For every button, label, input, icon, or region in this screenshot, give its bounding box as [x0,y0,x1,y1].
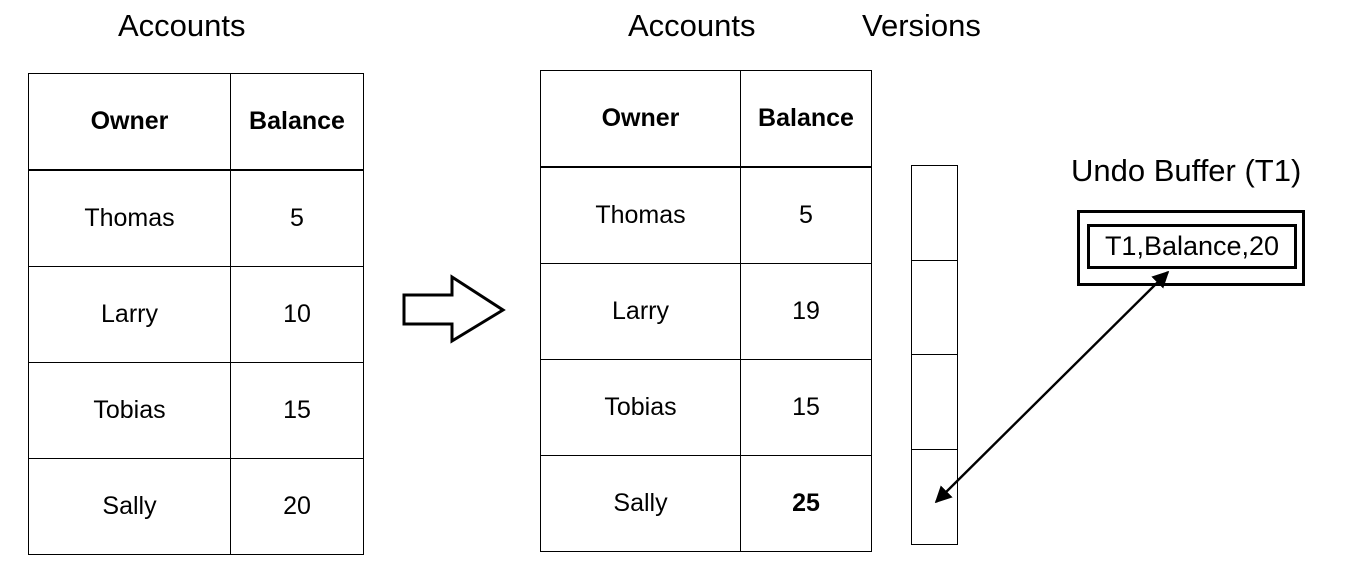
cell-owner: Larry [28,266,231,363]
undo-buffer-title: Undo Buffer (T1) [1071,153,1302,188]
table-row: Larry 19 [540,263,872,360]
table-header-row: Owner Balance [28,73,364,171]
transform-block-arrow-icon [402,274,506,344]
versions-title: Versions [862,8,981,43]
version-cell-2 [912,261,957,355]
undo-buffer-entry-box: T1,Balance,20 [1087,224,1297,269]
cell-balance: 5 [740,166,872,264]
undo-buffer-entry-text: T1,Balance,20 [1104,231,1280,261]
cell-owner: Tobias [540,359,741,456]
table-row: Thomas 5 [540,166,872,264]
column-header-owner: Owner [28,73,231,171]
cell-owner: Thomas [540,166,741,264]
column-header-balance: Balance [740,70,872,168]
cell-owner: Larry [540,263,741,360]
cell-balance: 20 [230,458,364,555]
table-row: Tobias 15 [28,362,364,459]
cell-balance: 10 [230,266,364,363]
cell-balance: 19 [740,263,872,360]
accounts-before-title: Accounts [118,8,246,43]
version-cell-1 [912,166,957,261]
cell-balance: 15 [740,359,872,456]
undo-buffer-outer-box: T1,Balance,20 [1077,210,1305,286]
table-row: Larry 10 [28,266,364,363]
table-row: Thomas 5 [28,169,364,267]
cell-owner: Sally [540,455,741,552]
table-row: Sally 25 [540,455,872,552]
cell-balance: 15 [230,362,364,459]
accounts-before-table: Owner Balance Thomas 5 Larry 10 Tobias 1… [28,73,364,555]
undo-buffer-link-arrow [934,270,1170,504]
column-header-owner: Owner [540,70,741,168]
cell-balance: 5 [230,169,364,267]
versions-column [911,165,958,545]
cell-balance-updated: 25 [740,455,872,552]
column-header-balance: Balance [230,73,364,171]
table-row: Sally 20 [28,458,364,555]
accounts-after-title: Accounts [628,8,756,43]
cell-owner: Sally [28,458,231,555]
cell-owner: Tobias [28,362,231,459]
table-header-row: Owner Balance [540,70,872,168]
version-cell-4 [912,450,957,545]
table-row: Tobias 15 [540,359,872,456]
cell-owner: Thomas [28,169,231,267]
version-cell-3 [912,355,957,450]
accounts-after-table: Owner Balance Thomas 5 Larry 19 Tobias 1… [540,70,872,552]
